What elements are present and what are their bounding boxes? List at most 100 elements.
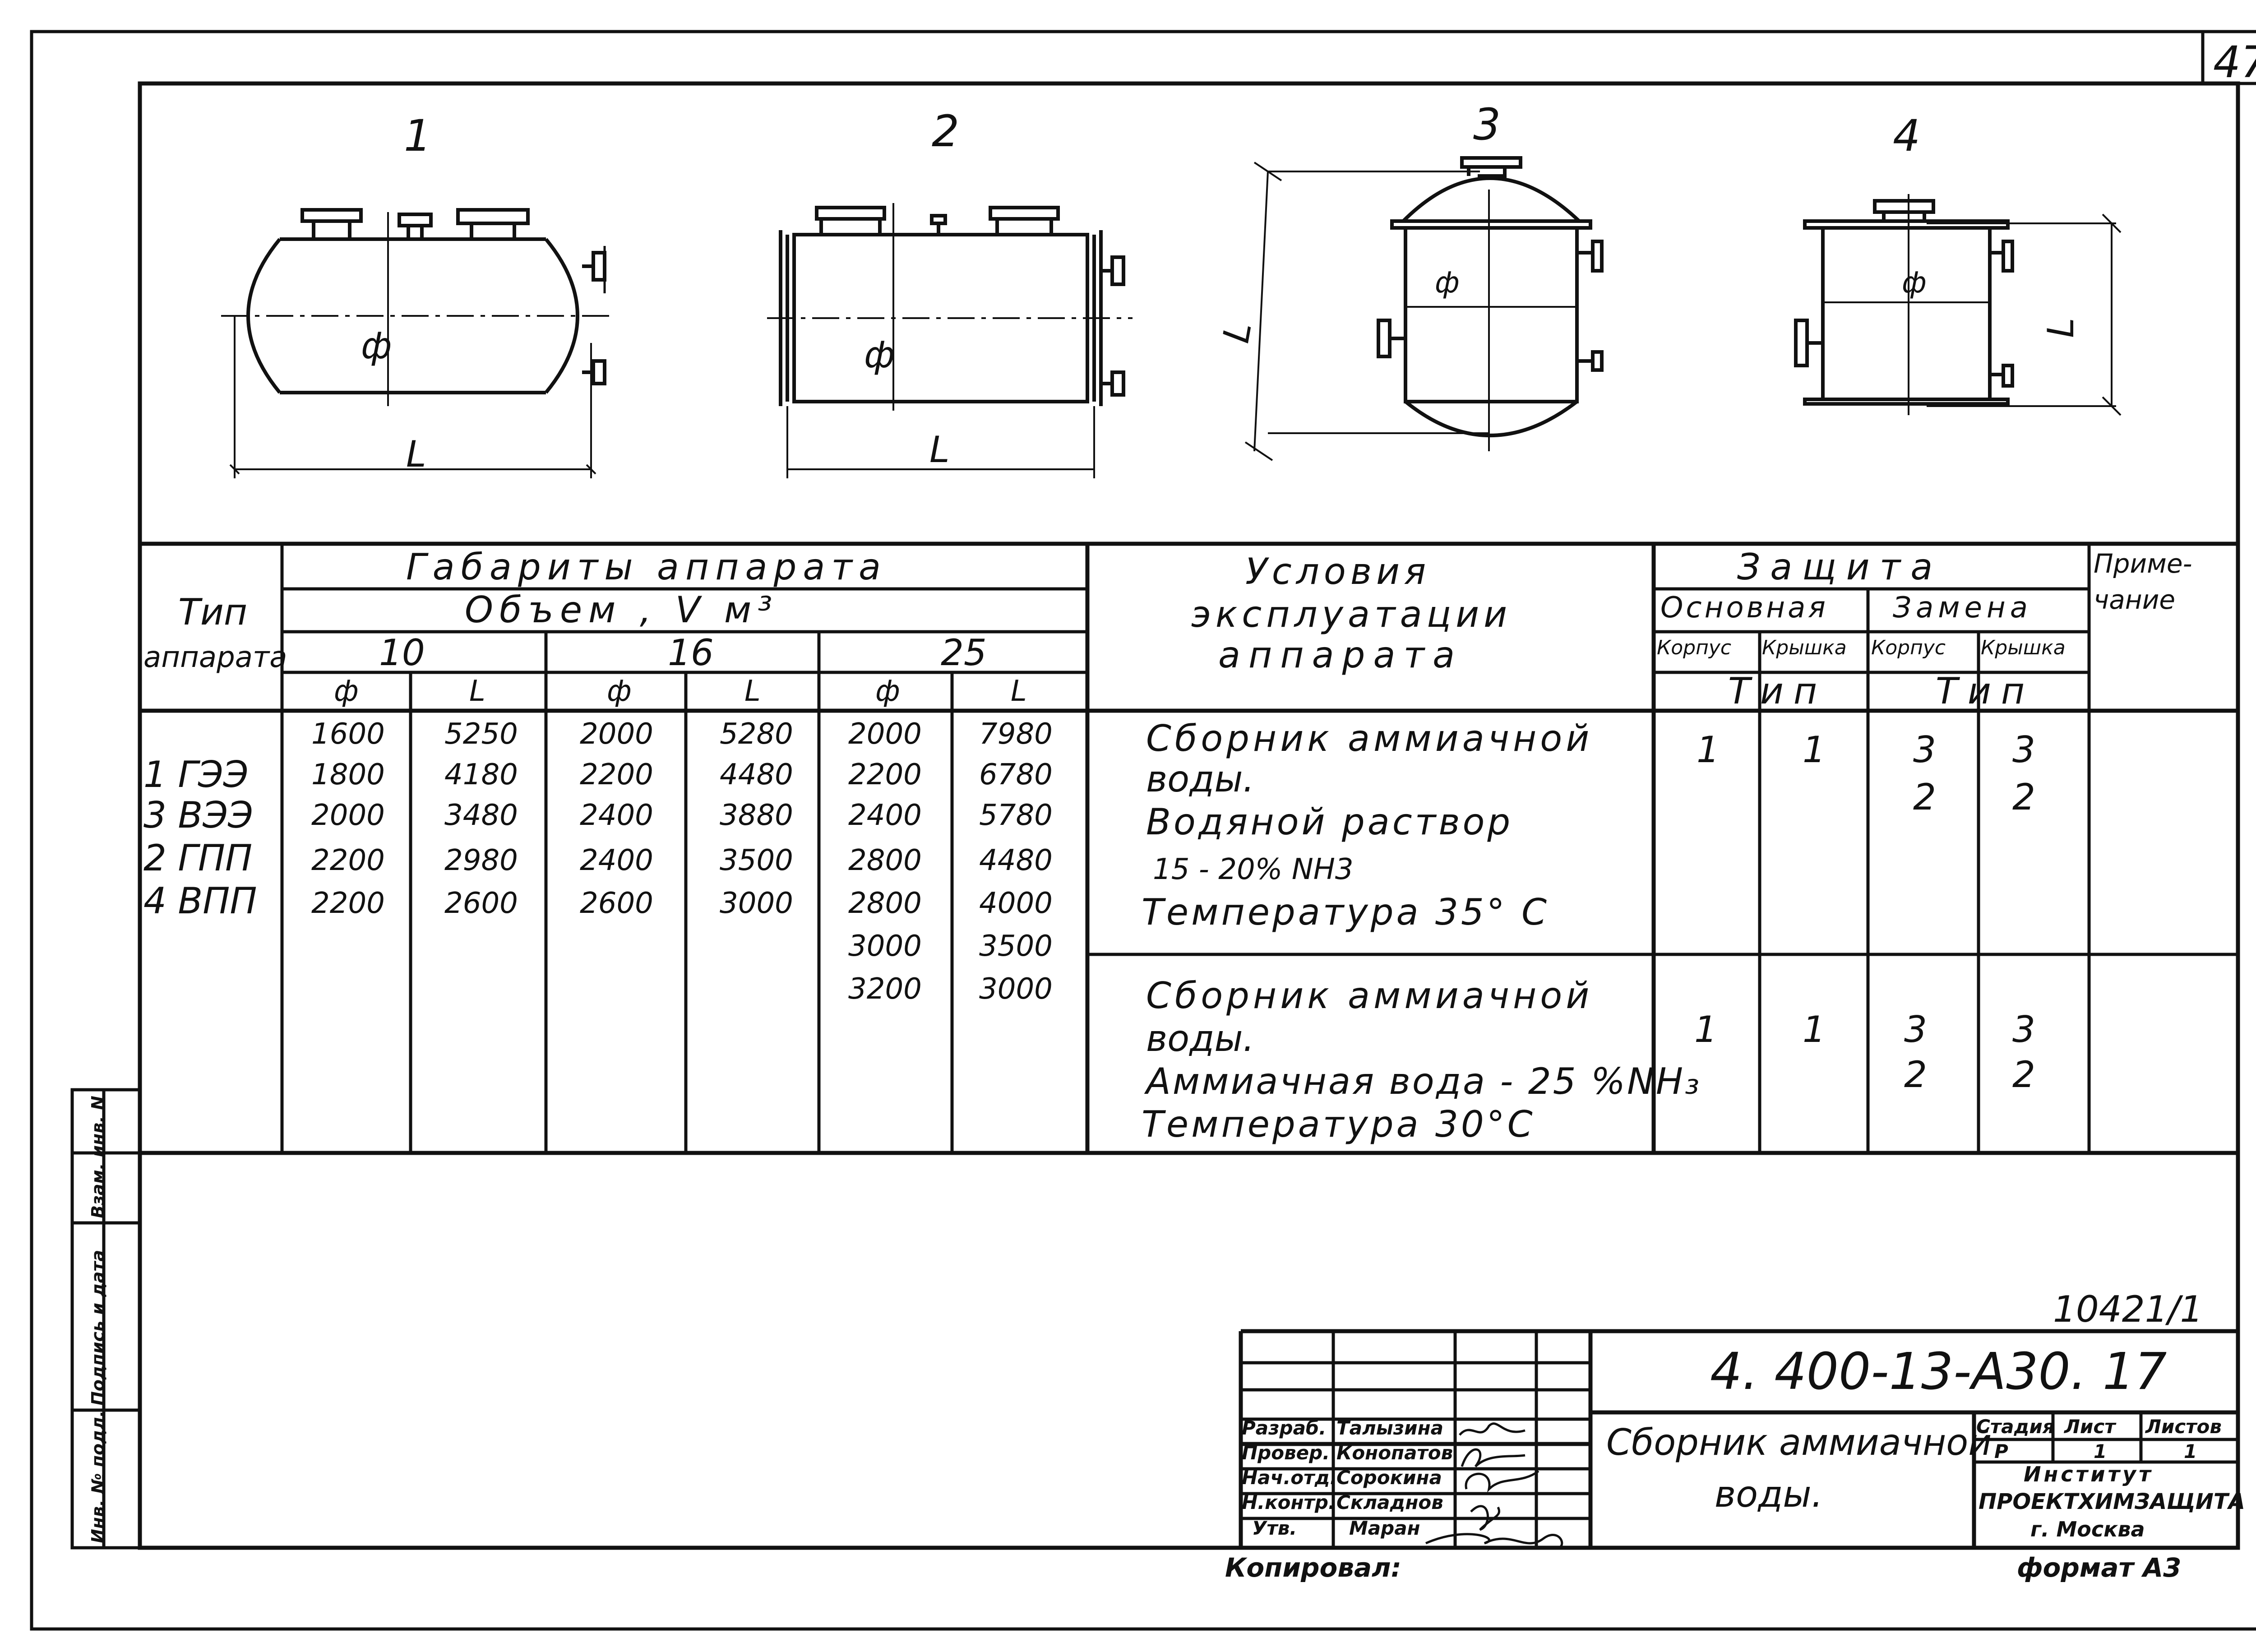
- v25-phi-4: 2800: [848, 844, 922, 877]
- role-5: Утв.: [1252, 1517, 1297, 1539]
- v25-phi-6: 3000: [848, 930, 922, 963]
- drawing-title-1: Сборник аммиачной: [1606, 1421, 1992, 1463]
- v10-l-5: 2600: [444, 887, 518, 920]
- v25-phi-7: 3200: [848, 972, 922, 1006]
- v16-l-1: 5280: [720, 717, 793, 751]
- v25-phi-5: 2800: [848, 887, 922, 920]
- cond2-line3: Аммиачная вода - 25 %NH₃: [1146, 1060, 1701, 1102]
- ref-number: 10421/1: [2053, 1288, 2203, 1330]
- v10-l-4: 2980: [444, 844, 518, 877]
- cond1-line3: Водяной раствор: [1146, 801, 1513, 843]
- cond1-line4: 15 - 20% NH3: [1153, 853, 1354, 886]
- stage-header: Стадия: [1976, 1416, 2055, 1438]
- side-stamp-replace: Взам. инв. N: [88, 1096, 108, 1218]
- prot1-main-lid: 1: [1803, 729, 1826, 771]
- type-2: 3 ВЭЭ: [143, 794, 253, 836]
- view-2-dia-symbol: ф: [864, 334, 895, 376]
- sheet-number: 47: [2213, 37, 2256, 88]
- view-label-2: 2: [932, 106, 960, 157]
- type-header-line1: Тип: [178, 591, 248, 633]
- name-2: Конопатов: [1336, 1442, 1453, 1464]
- view-3-drawing: [1244, 156, 1604, 461]
- v10-phi-1: 1600: [311, 717, 385, 751]
- v16-l-5: 3000: [720, 887, 793, 920]
- sheet-header: Лист: [2064, 1416, 2116, 1438]
- sheet-value: 1: [2094, 1440, 2107, 1462]
- col-phi-25: ф: [875, 675, 900, 708]
- v25-l-7: 3000: [979, 972, 1053, 1006]
- org-line3: г. Москва: [2030, 1517, 2145, 1541]
- rep-type-label: Тип: [1936, 670, 2035, 712]
- v10-phi-5: 2200: [311, 887, 385, 920]
- type-header-line2: аппарата: [143, 641, 287, 674]
- cond2-line1: Сборник аммиачной: [1146, 975, 1593, 1017]
- v25-phi-3: 2400: [848, 799, 922, 832]
- view-2-drawing: [767, 203, 1133, 478]
- v25-phi-1: 2000: [848, 717, 922, 751]
- sheets-value: 1: [2184, 1440, 2197, 1462]
- view-2-length-symbol: L: [929, 429, 950, 471]
- copied-by-label: Копировал:: [1225, 1552, 1401, 1583]
- name-4: Складнов: [1336, 1491, 1443, 1513]
- main-table-grid: [140, 541, 2238, 1155]
- view-1-dia-symbol: ф: [361, 325, 392, 367]
- prot2-rep-body-2: 2: [1904, 1054, 1927, 1096]
- prot2-rep-lid-2: 2: [2012, 1054, 2035, 1096]
- v10-l-2: 4180: [444, 758, 518, 791]
- view-label-1: 1: [404, 111, 432, 161]
- cond2-line4: Температура 30°С: [1142, 1103, 1535, 1145]
- main-lid-label: Крышка: [1762, 636, 1847, 659]
- type-1: 1 ГЭЭ: [143, 754, 249, 796]
- volume-10: 10: [379, 632, 425, 674]
- col-l-16: L: [744, 675, 761, 708]
- main-type-label: Тип: [1728, 670, 1827, 712]
- cond2-line2: воды.: [1146, 1018, 1254, 1060]
- role-2: Провер.: [1242, 1442, 1330, 1464]
- v16-l-4: 3500: [720, 844, 793, 877]
- v16-l-3: 3880: [720, 799, 793, 832]
- v25-phi-2: 2200: [848, 758, 922, 791]
- view-4-length-symbol: L: [2039, 318, 2082, 338]
- col-phi-16: ф: [607, 675, 632, 708]
- role-4: Н.контр.: [1242, 1491, 1336, 1513]
- document-code: 4. 400-13-A30. 17: [1710, 1342, 2167, 1401]
- v25-l-4: 4480: [979, 844, 1053, 877]
- v10-phi-3: 2000: [311, 799, 385, 832]
- role-3: Нач.отд.: [1242, 1467, 1337, 1489]
- cond1-line2: воды.: [1146, 758, 1254, 800]
- sheets-header: Листов: [2145, 1416, 2222, 1438]
- conditions-header-2: эксплуатации: [1191, 593, 1512, 635]
- v10-phi-4: 2200: [311, 844, 385, 877]
- view-label-3: 3: [1473, 99, 1501, 150]
- org-line2: ПРОЕКТХИМЗАЩИТА: [1979, 1489, 2245, 1514]
- v16-phi-1: 2000: [580, 717, 653, 751]
- col-l-10: L: [469, 675, 485, 708]
- title-block-grid: [1239, 1329, 2238, 1548]
- conditions-header-3: аппарата: [1218, 634, 1463, 676]
- v25-l-1: 7980: [979, 717, 1053, 751]
- v16-phi-2: 2200: [580, 758, 653, 791]
- protection-main: Основная: [1660, 591, 1828, 625]
- prot1-rep-body-2: 2: [1913, 776, 1936, 818]
- prot2-main-lid: 1: [1803, 1009, 1826, 1050]
- note-header-1: Приме-: [2094, 548, 2192, 579]
- prot1-rep-body-1: 3: [1913, 729, 1936, 771]
- volume-25: 25: [941, 632, 987, 674]
- side-stamp-inv: Инв. № подл.: [88, 1410, 108, 1543]
- view-1-drawing: [221, 208, 614, 478]
- org-line1: Институт: [2024, 1462, 2154, 1486]
- signatures: [1425, 1422, 1588, 1550]
- protection-replace: Замена: [1893, 591, 2032, 625]
- view-1-length-symbol: L: [406, 433, 426, 475]
- note-header-2: чание: [2094, 584, 2176, 615]
- v10-l-1: 5250: [444, 717, 518, 751]
- conditions-header-1: Условия: [1245, 551, 1431, 592]
- type-4: 4 ВПП: [143, 880, 257, 922]
- dims-header: Габариты аппарата: [406, 546, 888, 588]
- format-label: формат А3: [2017, 1552, 2182, 1583]
- col-phi-10: ф: [334, 675, 359, 708]
- volume-16: 16: [668, 632, 714, 674]
- v10-l-3: 3480: [444, 799, 518, 832]
- prot1-rep-lid-2: 2: [2012, 776, 2035, 818]
